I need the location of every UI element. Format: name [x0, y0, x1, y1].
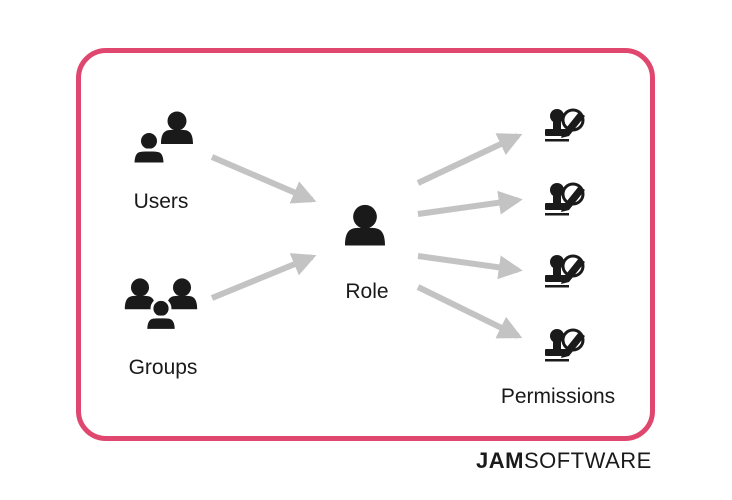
logo-part-software: SOFTWARE	[523, 448, 652, 473]
logo-part-jam: JAM	[476, 448, 524, 473]
stamp-with-pen-icon	[543, 181, 587, 217]
arrow-groups-to-role	[210, 253, 317, 301]
users-label: Users	[133, 190, 189, 213]
arrow-role-to-permission-2	[417, 190, 523, 217]
stamp-with-pen-icon	[543, 107, 587, 143]
jam-software-logo: JAMSOFTWARE	[476, 448, 652, 478]
stamp-with-pen-icon	[543, 327, 587, 363]
groups-icon	[124, 278, 198, 332]
diagram-frame	[76, 48, 655, 441]
stamp-with-pen-icon	[543, 253, 587, 289]
arrow-role-to-permission-1	[416, 133, 523, 186]
arrow-role-to-permission-3	[417, 253, 523, 280]
users-icon	[131, 111, 193, 166]
permissions-label: Permissions	[500, 385, 616, 408]
arrows	[210, 133, 523, 339]
permission-icons	[543, 107, 587, 363]
arrow-role-to-permission-4	[416, 284, 523, 339]
groups-label: Groups	[128, 356, 198, 379]
arrow-users-to-role	[210, 154, 317, 204]
role-label: Role	[345, 280, 389, 303]
role-icon	[345, 204, 385, 246]
